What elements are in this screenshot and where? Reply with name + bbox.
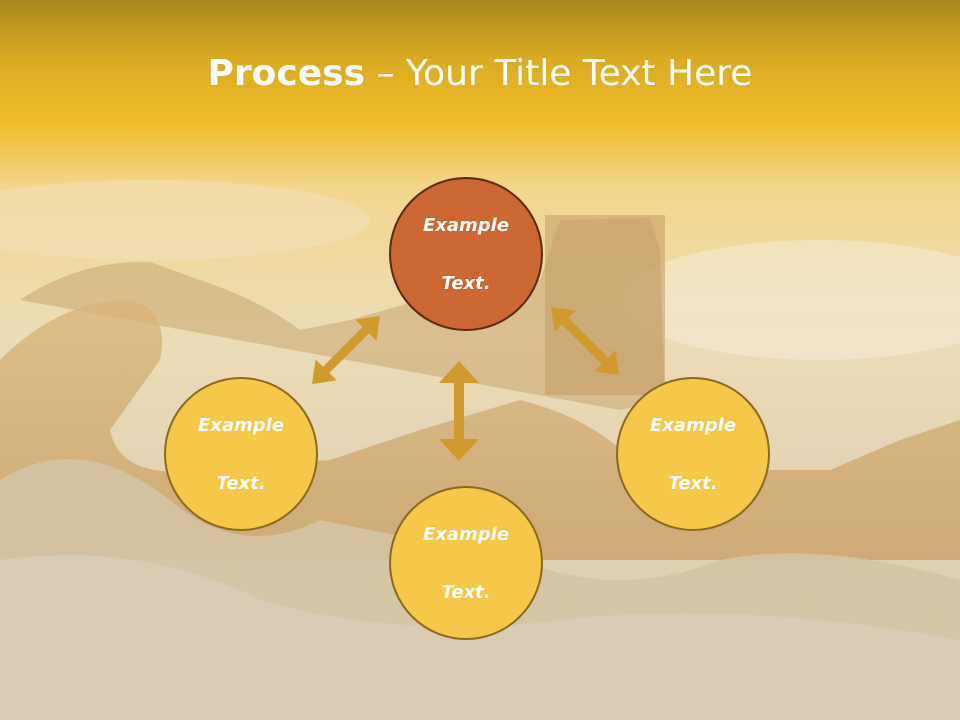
node-bottom-line1: Example xyxy=(422,523,510,545)
node-right-line1: Example xyxy=(649,414,737,436)
arrow-top-right xyxy=(551,307,619,375)
node-left-line2: Text. xyxy=(216,472,266,494)
slide-title: Process – Your Title Text Here xyxy=(0,48,960,100)
arrow-vertical xyxy=(439,361,479,461)
arrow-top-left xyxy=(312,316,380,384)
node-left-line1: Example xyxy=(197,414,285,436)
node-right-line2: Text. xyxy=(668,472,718,494)
title-rest: – Your Title Text Here xyxy=(365,53,753,94)
node-top-line2: Text. xyxy=(441,272,491,294)
node-bottom-line2: Text. xyxy=(441,581,491,603)
node-top-line1: Example xyxy=(422,214,510,236)
title-bold: Process xyxy=(207,53,366,94)
